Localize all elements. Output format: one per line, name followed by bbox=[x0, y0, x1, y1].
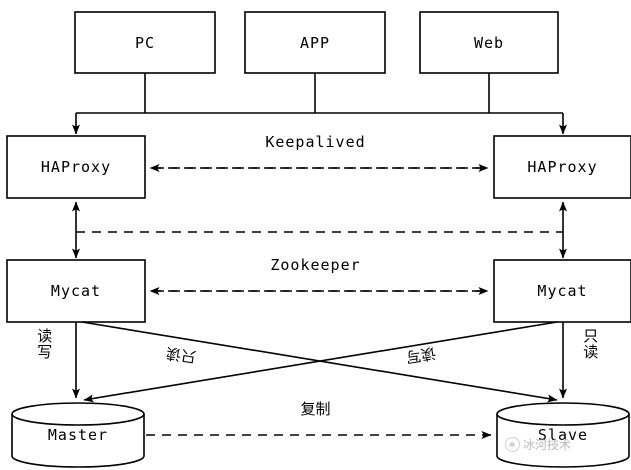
client-box-web bbox=[419, 11, 559, 74]
keepalived-link-label: Keepalived bbox=[265, 133, 366, 151]
client-box-pc bbox=[74, 11, 216, 74]
replication-label: 复制 bbox=[300, 400, 331, 418]
access-label-read-write-left: 读写 bbox=[35, 328, 54, 360]
haproxy-box-left bbox=[6, 135, 146, 199]
watermark-logo-icon bbox=[505, 437, 520, 452]
client-box-app bbox=[244, 11, 386, 74]
link-mycat-right-to-master bbox=[83, 321, 558, 403]
zookeeper-link-label: Zookeeper bbox=[270, 256, 361, 274]
database-cylinder-master bbox=[11, 402, 145, 468]
watermark-text: 冰河技术 bbox=[523, 438, 572, 452]
access-label-read-only-diagonal: 只读 bbox=[164, 343, 198, 367]
haproxy-box-right bbox=[493, 135, 631, 199]
database-cylinder-slave bbox=[496, 402, 630, 468]
access-label-read-only-right: 只读 bbox=[581, 328, 600, 360]
watermark: 冰河技术 bbox=[505, 436, 571, 453]
